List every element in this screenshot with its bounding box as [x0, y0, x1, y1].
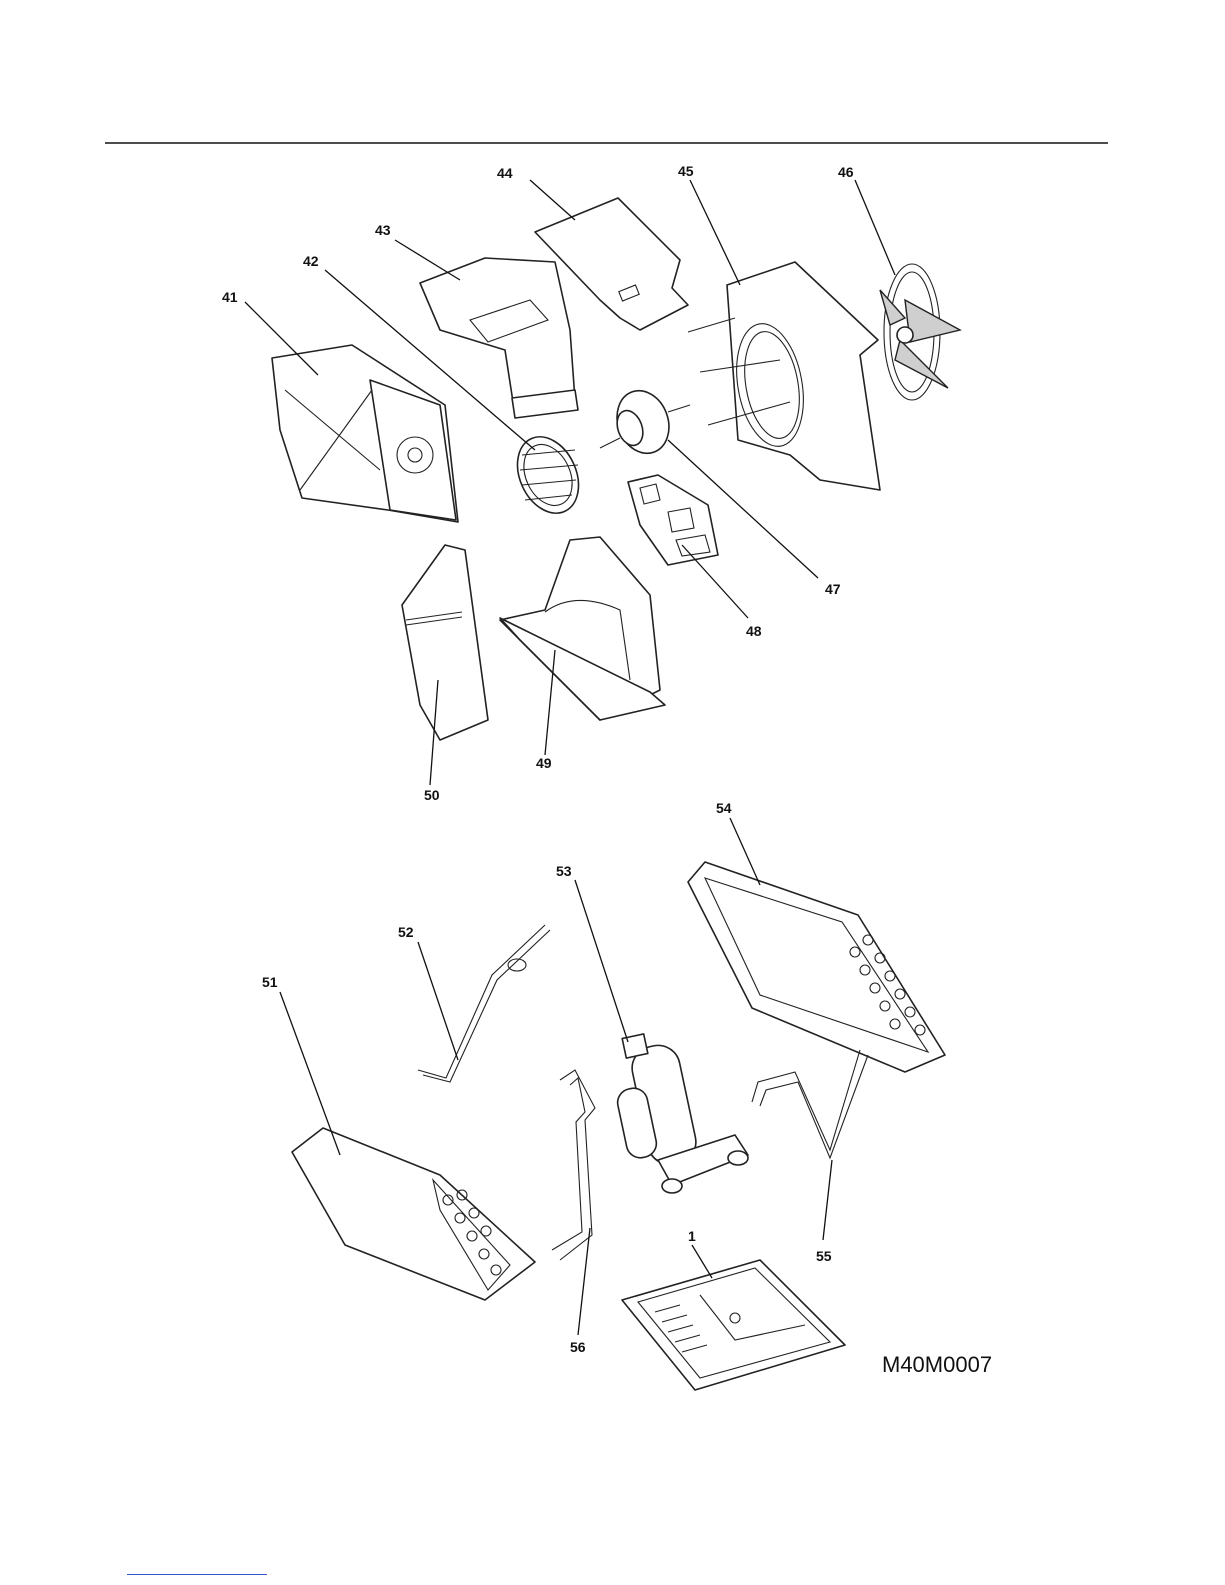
leader-55: [823, 1160, 832, 1240]
leader-45: [690, 180, 740, 285]
leader-52: [418, 942, 458, 1060]
callout-41: 41: [222, 289, 238, 305]
callout-56: 56: [570, 1339, 586, 1355]
part-52-capillary-tube: [418, 925, 550, 1082]
model-code: M40M0007: [882, 1352, 992, 1377]
part-55-suction-tube: [752, 1050, 868, 1158]
callout-47: 47: [825, 581, 841, 597]
callout-54: 54: [716, 800, 732, 816]
part-49-scroll-base: [500, 537, 665, 720]
part-1-base-pan: [622, 1260, 845, 1390]
callout-1: 1: [688, 1228, 696, 1244]
part-53-compressor: [615, 1034, 748, 1193]
callout-44: 44: [497, 165, 513, 181]
callout-53: 53: [556, 863, 572, 879]
callout-43: 43: [375, 222, 391, 238]
part-43-upper-shroud: [420, 258, 578, 418]
part-42-blower-wheel: [506, 427, 591, 523]
part-54-evaporator-coil: [688, 862, 945, 1072]
leader-53: [575, 880, 628, 1042]
part-51-condenser-coil: [292, 1128, 535, 1300]
leader-44: [530, 180, 575, 220]
callout-46: 46: [838, 164, 854, 180]
callout-52: 52: [398, 924, 414, 940]
callout-55: 55: [816, 1248, 832, 1264]
part-48-motor-mount: [628, 475, 718, 565]
callout-49: 49: [536, 755, 552, 771]
part-56-discharge-tube: [552, 1070, 595, 1260]
part-50-partition-panel: [402, 545, 488, 740]
leader-1: [692, 1245, 712, 1278]
leader-43: [395, 240, 460, 280]
part-45-fan-orifice: [688, 262, 880, 490]
leader-51: [280, 992, 340, 1155]
callout-45: 45: [678, 163, 694, 179]
callout-51: 51: [262, 974, 278, 990]
part-46-axial-fan: [880, 264, 960, 400]
callout-50: 50: [424, 787, 440, 803]
callout-42: 42: [303, 253, 319, 269]
part-47-fan-motor: [600, 383, 690, 460]
part-41-side-panel: [272, 345, 458, 522]
leader-46: [855, 180, 895, 275]
footer-link-underline[interactable]: [127, 1574, 267, 1575]
callout-48: 48: [746, 623, 762, 639]
